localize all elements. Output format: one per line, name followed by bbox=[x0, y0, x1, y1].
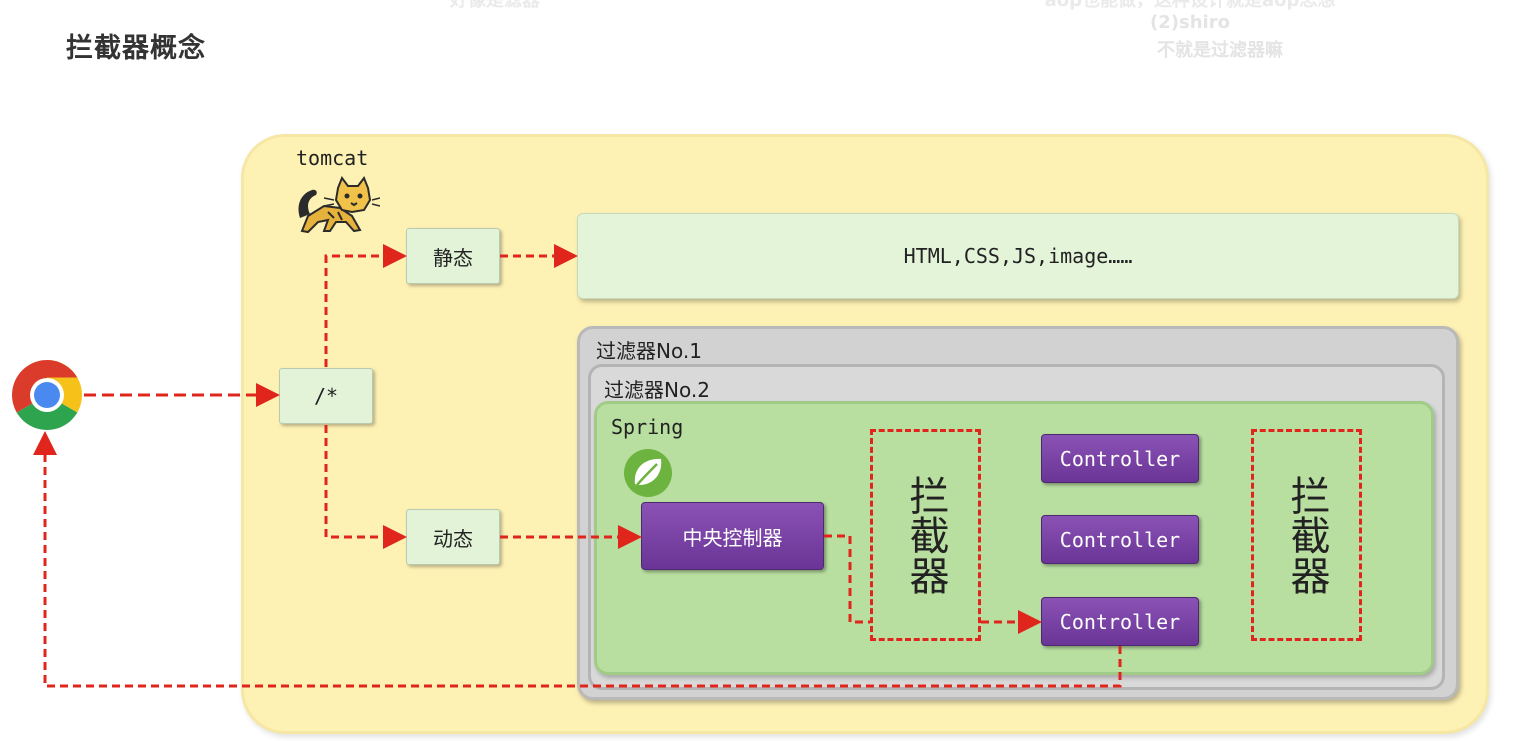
interceptor-2-label: 拦截器 bbox=[1283, 475, 1330, 595]
dynamic-node: 动态 bbox=[406, 509, 500, 565]
filter-2-label: 过滤器No.2 bbox=[604, 378, 710, 402]
arrow-central-through-interceptor bbox=[824, 534, 870, 624]
spring-leaf-icon bbox=[624, 449, 672, 497]
static-resources-box: HTML,CSS,JS,image…… bbox=[577, 213, 1459, 299]
filter-1-label: 过滤器No.1 bbox=[596, 339, 702, 363]
controller-1: Controller bbox=[1041, 434, 1199, 483]
interceptor-1-label: 拦截器 bbox=[902, 475, 949, 595]
tomcat-cat-icon bbox=[298, 176, 380, 234]
interceptor-2: 拦截器 bbox=[1251, 429, 1362, 641]
controller-2: Controller bbox=[1041, 515, 1199, 564]
chrome-icon[interactable] bbox=[10, 358, 84, 432]
central-controller: 中央控制器 bbox=[641, 502, 824, 570]
interceptor-1: 拦截器 bbox=[870, 429, 981, 641]
overlay-caption-3: (2)shiro bbox=[1150, 12, 1230, 33]
controller-3: Controller bbox=[1041, 597, 1199, 646]
overlay-caption-2: aop也能做，这种设计就是aop思想 bbox=[1044, 0, 1336, 11]
arrow-dispatch-to-static bbox=[324, 244, 407, 367]
overlay-caption-1: 好像是滤器 bbox=[450, 0, 540, 11]
overlay-caption-4: 不就是过滤器嘛 bbox=[1157, 40, 1283, 61]
arrow-dispatch-to-dynamic bbox=[324, 425, 407, 549]
spring-container bbox=[594, 401, 1434, 675]
static-node: 静态 bbox=[406, 228, 500, 284]
dispatch-node: /* bbox=[279, 368, 373, 424]
spring-label: Spring bbox=[611, 415, 684, 439]
tomcat-label: tomcat bbox=[296, 146, 369, 170]
arrow-response-to-browser bbox=[33, 431, 1122, 688]
page-title: 拦截器概念 bbox=[66, 33, 206, 64]
